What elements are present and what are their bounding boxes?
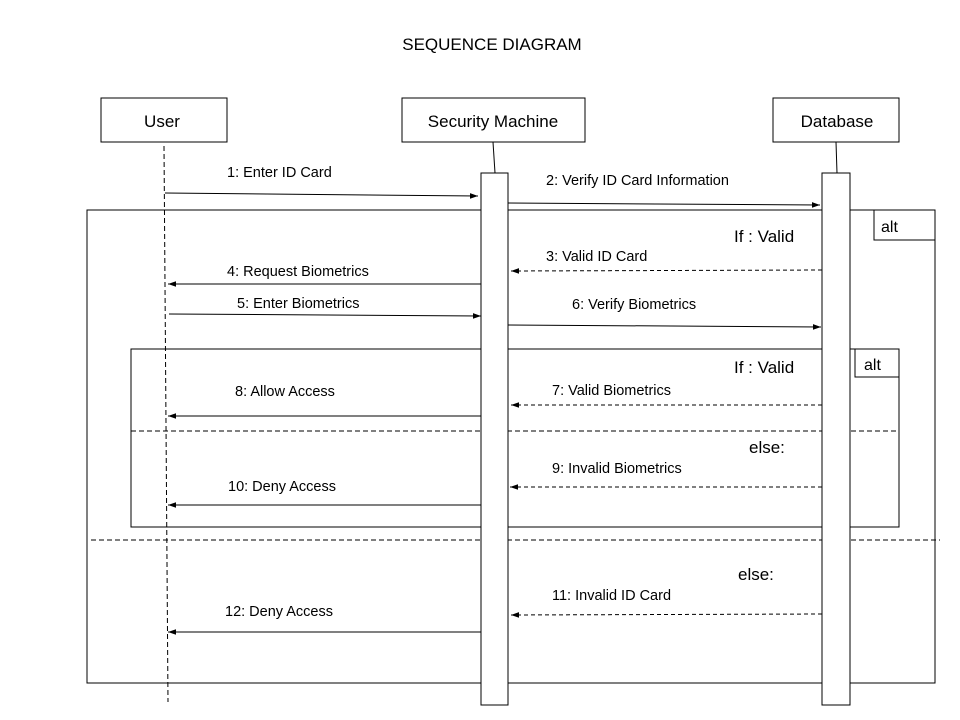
message-5-arrow xyxy=(168,313,482,319)
message-6-label: 6: Verify Biometrics xyxy=(572,297,696,313)
participant-user: User xyxy=(100,97,228,143)
inner-alt-tag-box xyxy=(854,348,900,378)
message-4-label: 4: Request Biometrics xyxy=(227,264,369,280)
message-11: 11: Invalid ID Card xyxy=(510,588,823,618)
message-4: 4: Request Biometrics xyxy=(168,264,481,287)
message-9: 9: Invalid Biometrics xyxy=(510,461,822,490)
outer-alt-frame xyxy=(86,209,936,684)
message-8: 8: Allow Access xyxy=(168,384,481,419)
message-2: 2: Verify ID Card Information xyxy=(507,173,821,208)
participant-security-machine-box xyxy=(401,97,586,143)
outer-alt-guard-else: else: xyxy=(738,565,774,584)
message-5-label: 5: Enter Biometrics xyxy=(237,296,360,312)
participant-security-machine: Security Machine xyxy=(401,97,586,143)
participant-user-label: User xyxy=(144,112,180,131)
message-7-label: 7: Valid Biometrics xyxy=(552,383,671,399)
message-3-arrow xyxy=(510,268,823,274)
inner-alt-frame xyxy=(130,348,900,528)
message-8-label: 8: Allow Access xyxy=(235,384,335,400)
message-6: 6: Verify Biometrics xyxy=(507,297,822,330)
message-9-label: 9: Invalid Biometrics xyxy=(552,461,682,477)
outer-alt-fragment: alt If : Valid else: xyxy=(86,209,940,684)
lifeline-security-machine xyxy=(492,141,496,174)
message-11-arrow xyxy=(510,612,823,618)
outer-alt-tag-box xyxy=(873,209,936,241)
message-1-arrow xyxy=(164,192,479,199)
message-5: 5: Enter Biometrics xyxy=(168,296,482,319)
inner-alt-fragment: alt If : Valid else: xyxy=(130,348,900,528)
lifeline-user xyxy=(163,145,169,703)
diagram-title: SEQUENCE DIAGRAM xyxy=(402,35,581,54)
activation-database xyxy=(821,172,851,706)
message-6-arrow xyxy=(507,324,822,330)
outer-alt-guard-if: If : Valid xyxy=(734,227,794,246)
message-2-label: 2: Verify ID Card Information xyxy=(546,173,729,189)
message-3-label: 3: Valid ID Card xyxy=(546,249,647,265)
participant-database: Database xyxy=(772,97,900,143)
participant-database-label: Database xyxy=(801,112,874,131)
message-11-label: 11: Invalid ID Card xyxy=(552,588,671,604)
participant-user-box xyxy=(100,97,228,143)
message-2-arrow xyxy=(507,202,821,208)
message-12: 12: Deny Access xyxy=(168,604,481,635)
message-1: 1: Enter ID Card xyxy=(164,165,479,199)
message-7: 7: Valid Biometrics xyxy=(511,383,822,408)
lifeline-database xyxy=(835,141,838,174)
message-12-label: 12: Deny Access xyxy=(225,604,333,620)
participant-database-box xyxy=(772,97,900,143)
message-3: 3: Valid ID Card xyxy=(510,249,823,274)
activation-security-machine xyxy=(480,172,509,706)
outer-alt-operator: alt xyxy=(881,219,898,236)
inner-alt-operator: alt xyxy=(864,357,881,374)
message-1-label: 1: Enter ID Card xyxy=(227,165,332,181)
inner-alt-guard-if: If : Valid xyxy=(734,358,794,377)
inner-alt-guard-else: else: xyxy=(749,438,785,457)
participant-security-machine-label: Security Machine xyxy=(428,112,558,131)
message-10-label: 10: Deny Access xyxy=(228,479,336,495)
message-10: 10: Deny Access xyxy=(168,479,481,508)
